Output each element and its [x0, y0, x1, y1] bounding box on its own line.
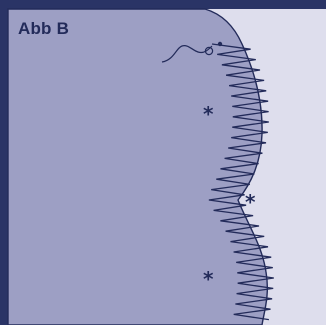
asterisk-icon: * — [245, 190, 256, 214]
asterisk-icon: * — [203, 102, 214, 126]
figure-label: Abb B — [18, 20, 69, 37]
asterisk-icon: * — [203, 267, 214, 291]
